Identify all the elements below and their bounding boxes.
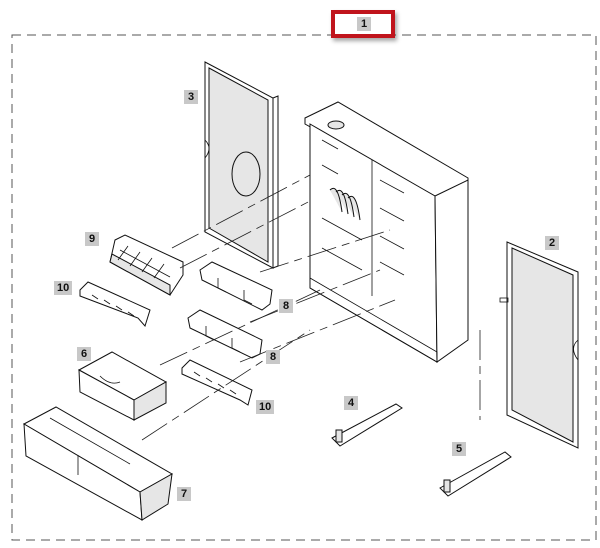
part-8-rail-upper[interactable] [199, 261, 273, 311]
part-9-shelf-bin[interactable] [109, 234, 184, 296]
callout-5[interactable]: 5 [452, 442, 466, 456]
part-10-rail-lower[interactable] [181, 359, 253, 406]
part-8-rail-lower[interactable] [187, 309, 263, 359]
callout-8-upper[interactable]: 8 [279, 299, 293, 313]
part-7-large-bin[interactable] [22, 406, 174, 521]
part-6-small-bin[interactable] [77, 351, 168, 421]
callout-7[interactable]: 7 [177, 487, 191, 501]
callout-1[interactable]: 1 [357, 17, 371, 31]
part-1-cabinet-frame[interactable] [304, 101, 469, 363]
assembly-guide-lines [141, 174, 481, 441]
callout-10-upper[interactable]: 10 [54, 281, 73, 295]
callout-2[interactable]: 2 [545, 236, 559, 250]
assembly-boundary [11, 34, 597, 541]
part-2-door-right[interactable] [499, 241, 579, 449]
callout-4[interactable]: 4 [344, 396, 358, 410]
callout-9[interactable]: 9 [85, 232, 99, 246]
callout-8-lower[interactable]: 8 [266, 350, 280, 364]
callout-3[interactable]: 3 [184, 90, 198, 104]
part-4-hinge-bracket[interactable] [331, 403, 403, 447]
callout-6[interactable]: 6 [77, 347, 91, 361]
highlight-box [331, 10, 395, 38]
part-5-hinge-bracket[interactable] [439, 451, 512, 497]
part-10-rail-upper[interactable] [79, 281, 151, 328]
callout-10-lower[interactable]: 10 [256, 400, 275, 414]
part-3-door-left[interactable] [204, 61, 279, 269]
